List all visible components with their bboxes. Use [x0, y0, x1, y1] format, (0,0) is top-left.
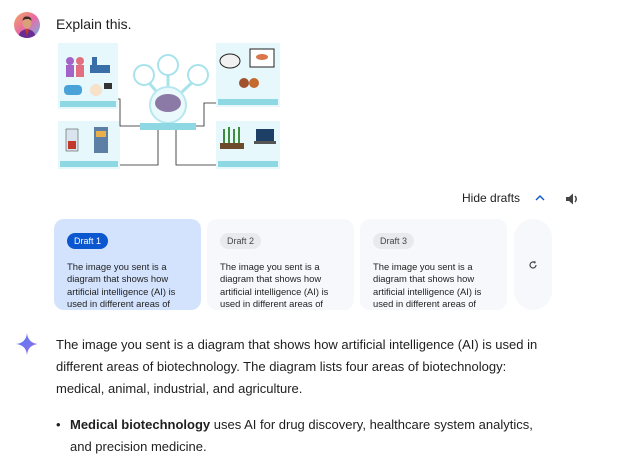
speaker-icon[interactable]: [564, 191, 580, 207]
user-avatar: [14, 12, 40, 38]
brain-icon: [155, 94, 181, 112]
user-avatar-icon: [14, 12, 40, 38]
draft-card-2[interactable]: Draft 2 The image you sent is a diagram …: [207, 219, 354, 310]
center-label-box: [140, 123, 196, 130]
draft-text: The image you sent is a diagram that sho…: [67, 261, 176, 309]
bullet-bold-term: Medical biotechnology: [70, 417, 211, 432]
draft-chip: Draft 1: [67, 233, 109, 249]
draft-text: The image you sent is a diagram that sho…: [373, 261, 482, 309]
refresh-icon: [529, 260, 537, 269]
chevron-up-icon: [535, 195, 545, 201]
hide-drafts-label: Hide drafts: [462, 191, 521, 205]
user-message: Explain this.: [56, 16, 132, 32]
draft-card-1[interactable]: Draft 1 The image you sent is a diagram …: [54, 219, 201, 310]
attached-diagram-image[interactable]: [58, 43, 280, 171]
draft-chip: Draft 2: [220, 233, 262, 249]
bullet-dot: •: [56, 417, 61, 432]
draft-chip: Draft 3: [373, 233, 415, 249]
gemini-sparkle-icon: [16, 333, 38, 355]
response-bullet: • Medical biotechnology uses AI for drug…: [56, 414, 556, 458]
draft-text: The image you sent is a diagram that sho…: [220, 261, 329, 309]
response-paragraph: The image you sent is a diagram that sho…: [56, 337, 538, 396]
bullet-text: uses AI for drug discovery, healthcare s…: [70, 417, 533, 454]
hide-drafts-button[interactable]: Hide drafts: [462, 191, 546, 205]
draft-card-3[interactable]: Draft 3 The image you sent is a diagram …: [360, 219, 507, 310]
regenerate-drafts-button[interactable]: [514, 219, 552, 310]
